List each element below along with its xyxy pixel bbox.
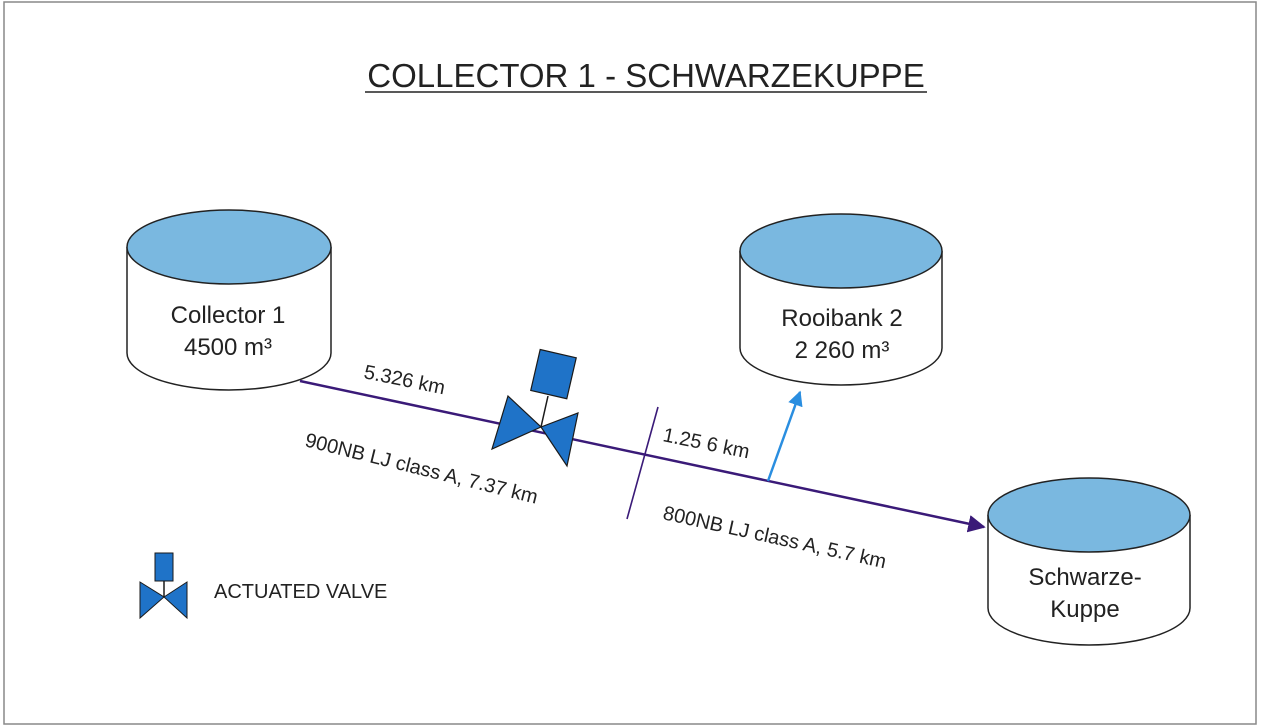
diagram-title: COLLECTOR 1 - SCHWARZEKUPPE [367,57,924,94]
tank-collector-1-name: Collector 1 [171,302,286,329]
tank-collector-1: Collector 1 4500 m³ [126,209,332,391]
tank-collector-1-top [126,209,332,285]
tank-collector-1-volume: 4500 m³ [184,334,272,361]
branch-arrow [766,390,803,482]
actuated-valve-icon [491,348,579,468]
tank-rooibank-2-name: Rooibank 2 [781,305,902,332]
tank-schwarze-kuppe-top [987,477,1191,553]
section-divider [626,406,659,520]
main-pipe [299,379,986,533]
legend-valve-icon [139,552,188,620]
tank-schwarze-kuppe-name-line2: Kuppe [1050,596,1119,623]
tank-schwarze-kuppe-name-line1: Schwarze- [1028,564,1141,591]
tank-schwarze-kuppe: Schwarze- Kuppe [987,477,1191,646]
legend-valve-label: ACTUATED VALVE [214,581,387,603]
tank-rooibank-2-volume: 2 260 m³ [795,337,890,364]
legend: ACTUATED VALVE [139,552,387,620]
tank-rooibank-2-top [739,213,943,289]
tank-rooibank-2: Rooibank 2 2 260 m³ [739,213,943,386]
